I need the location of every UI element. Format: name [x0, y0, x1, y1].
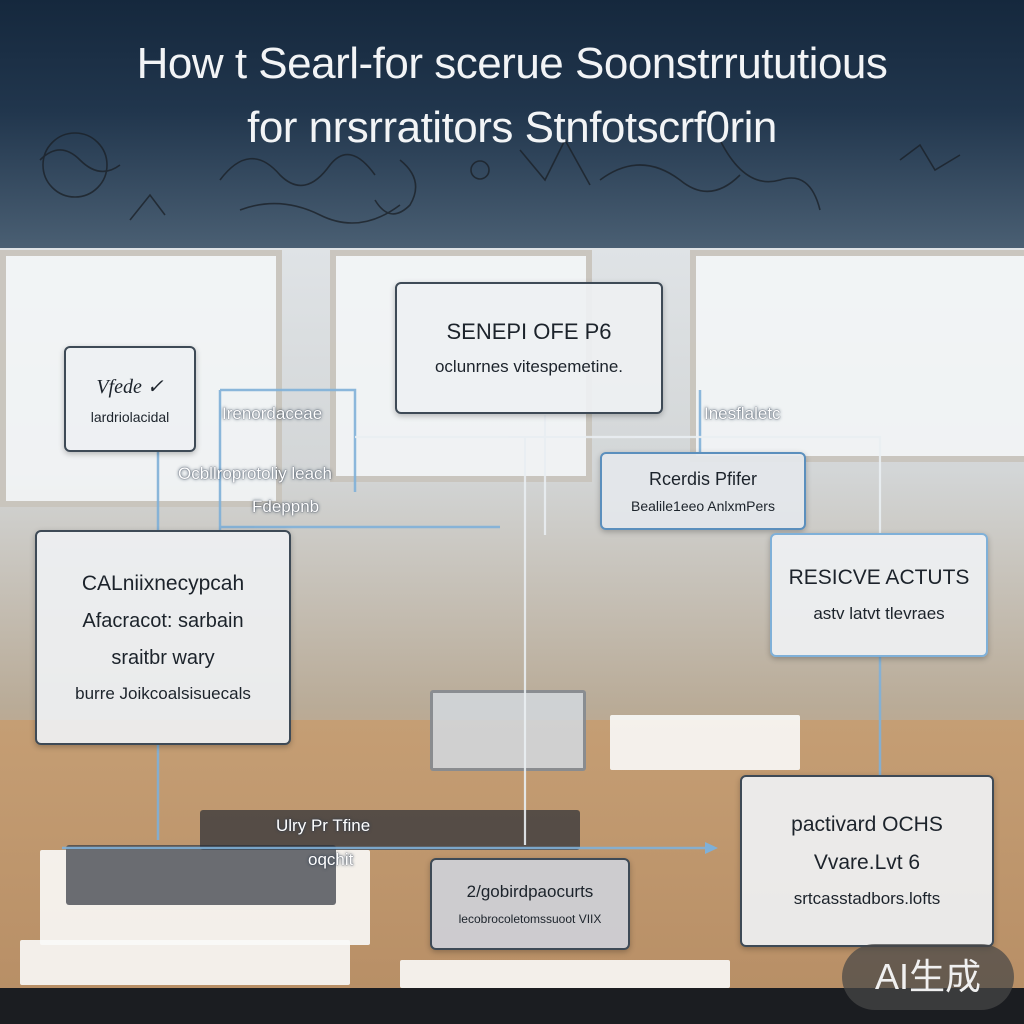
header-band — [0, 0, 1024, 248]
paper-sheet — [20, 940, 350, 985]
node-title: 2/gobirdpaocurts — [466, 882, 594, 901]
connector-label: Ulry Pr Tfine — [276, 816, 371, 835]
sketch-doodles — [39, 132, 961, 224]
paper-sheet — [610, 715, 800, 770]
window-right — [690, 250, 1024, 462]
node-title: pactivard OCHS — [791, 813, 943, 836]
node-text: sraitbr wary — [111, 646, 215, 669]
node-title: RESICVE ACTUTS — [788, 566, 970, 589]
node-left-big: CALniixnecypcah Afacracot: sarbain srait… — [35, 530, 291, 745]
ai-generated-badge: AI生成 — [842, 944, 1014, 1010]
connector-label: Inesflaletc — [704, 404, 781, 423]
node-top-left: Vfede ✓ lardriolacidal — [64, 346, 196, 452]
node-top-center: SENEPI OFE P6 oclunrnes vitespemetine. — [395, 282, 663, 414]
node-bottom-right: pactivard OCHS Vvare.Lvt 6 srtcasstadbor… — [740, 775, 994, 947]
node-title: CALniixnecypcah — [81, 571, 245, 595]
laptop-device — [200, 810, 580, 850]
connector-label: Ocbllroprotoliy leach — [178, 464, 333, 483]
headline-line-1: How t Searl-for scerue Soonstrrututious — [136, 39, 888, 88]
node-text: burre Joikcoalsisuecals — [75, 683, 251, 703]
connector-label: Irenordaceae — [222, 404, 323, 423]
headline: How t Searl-for scerue Soonstrrututious … — [0, 32, 1024, 160]
node-right-mid: RESICVE ACTUTS astv latvt tlevraes — [770, 533, 988, 657]
node-text: lardriolacidal — [90, 408, 170, 425]
node-text: lecobrocoletomssuoot VIIX — [458, 912, 602, 926]
connector-label: Fdeppnb — [252, 497, 320, 516]
node-text: oclunrnes vitespemetine. — [434, 357, 624, 376]
node-right-small: Rcerdis Pfifer Bealile1eeo AnlxmPers — [600, 452, 806, 530]
calculator-device — [430, 690, 586, 771]
node-text: astv latvt tlevraes — [813, 604, 945, 623]
headline-line-2: for nrsrratitors Stnfotscrf0rin — [247, 103, 777, 152]
node-title: Vfede ✓ — [96, 375, 164, 398]
node-bottom-center: 2/gobirdpaocurts lecobrocoletomssuoot VI… — [430, 858, 630, 950]
node-text: Afacracot: sarbain — [82, 609, 244, 632]
connector-label: oqchit — [308, 850, 354, 869]
keyboard-device — [66, 845, 336, 905]
paper-sheet — [400, 960, 730, 988]
node-title: Rcerdis Pfifer — [648, 468, 758, 489]
node-text: srtcasstadbors.lofts — [793, 889, 941, 908]
node-title: SENEPI OFE P6 — [446, 319, 612, 344]
node-text: Bealile1eeo AnlxmPers — [631, 497, 775, 514]
node-text: Vvare.Lvt 6 — [813, 851, 921, 874]
